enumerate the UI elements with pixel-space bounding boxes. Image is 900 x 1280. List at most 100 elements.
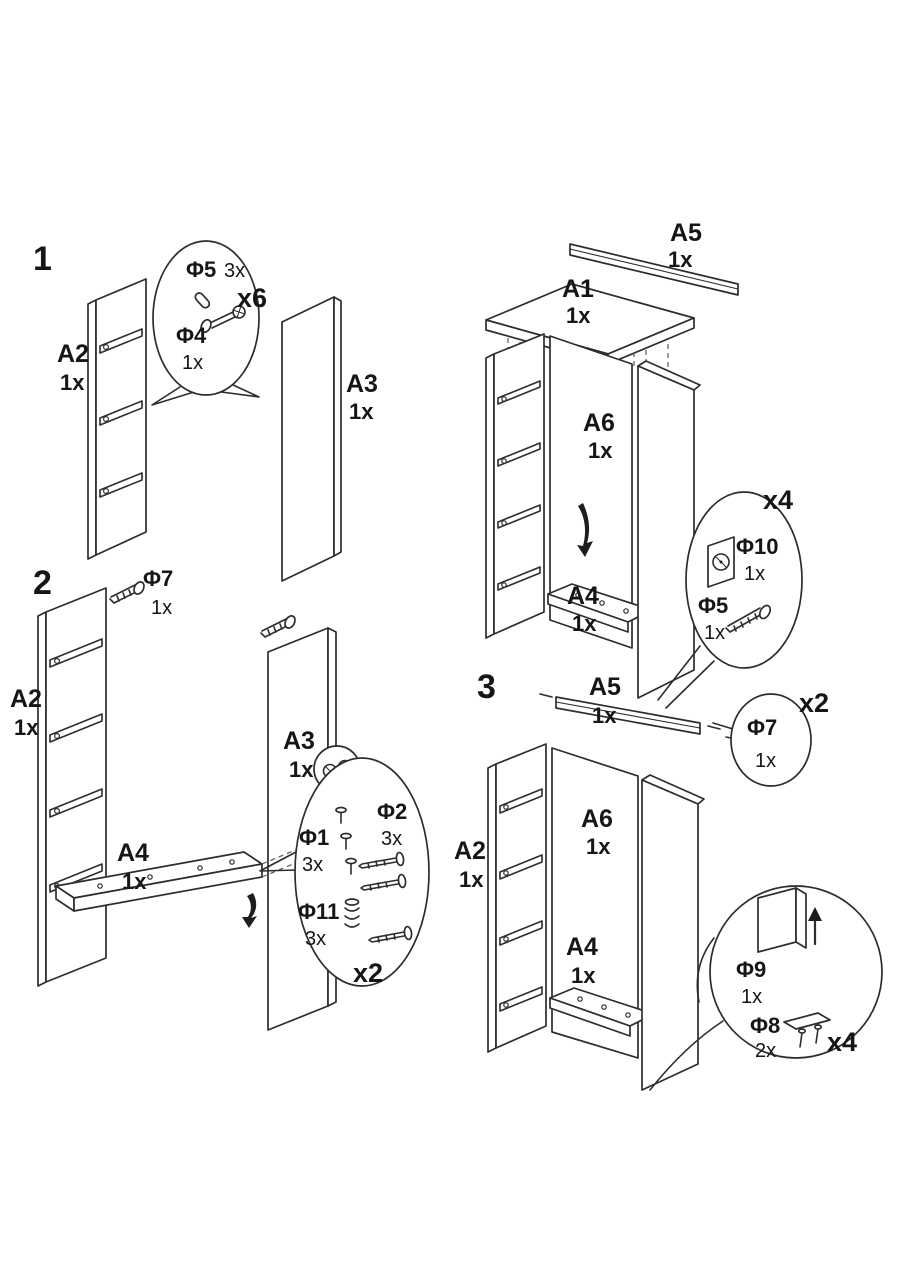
- assembly-a4-qty: 1x: [572, 611, 597, 636]
- panel-a2-edge: [37, 611, 47, 987]
- balloon-pointer: [259, 851, 298, 872]
- runner-wheel: [53, 732, 60, 739]
- screw-icon: [260, 615, 296, 638]
- dowel-icon: [194, 292, 211, 309]
- hardware-balloon: [294, 757, 430, 987]
- step3-phi9-label: Φ9: [736, 957, 766, 982]
- runner-wheel: [503, 936, 509, 942]
- runner-wheel: [102, 416, 109, 423]
- dowel-hole: [577, 996, 583, 1002]
- panel-side-left-face: [493, 333, 545, 635]
- step1-phi4-label: Φ4: [176, 323, 207, 348]
- alignment-guide: [261, 848, 299, 878]
- panel-a3-edge: [333, 296, 342, 557]
- step2-phi11-label: Φ11: [298, 899, 339, 924]
- drawer-runner: [499, 788, 543, 1012]
- step3-a5-qty: 1x: [592, 703, 617, 728]
- dowel-hole: [623, 608, 629, 614]
- dowel-hole: [229, 859, 235, 865]
- hardware-balloon: [709, 885, 883, 1059]
- step2-phi1-qty: 3x: [302, 854, 323, 876]
- panel-a2-drawing: [87, 299, 97, 560]
- dowel-hole: [599, 600, 605, 606]
- arrow-down-icon: [242, 893, 257, 928]
- balloon-pointer: [151, 386, 195, 406]
- assembly-a5-label: A5: [670, 219, 702, 247]
- balloon-pointer: [213, 383, 260, 398]
- runner-wheel: [102, 344, 109, 351]
- step2-phi7-label: Φ7: [143, 566, 173, 591]
- assembly-a6-qty: 1x: [588, 438, 613, 463]
- assembly-a5-qty: 1x: [668, 247, 693, 272]
- hardware-balloon: [152, 240, 260, 396]
- step2-multiplier: x2: [353, 958, 383, 988]
- panel-side-left-edge: [485, 353, 495, 639]
- assembly-phi10-qty: 1x: [744, 563, 765, 585]
- step3-a2-qty: 1x: [459, 867, 484, 892]
- panel-a2-face: [495, 743, 547, 1049]
- runner-wheel: [501, 520, 507, 526]
- step2-phi11-qty: 3x: [305, 928, 326, 950]
- step2-group: 2 Φ7 1x A2 1x A3 1x A4 1x Φ1 3x Φ2 3x Φ1…: [10, 564, 430, 1031]
- step2-a2-label: A2: [10, 685, 42, 713]
- hardware-balloon: [730, 693, 812, 787]
- assembly-a6-label: A6: [583, 409, 615, 437]
- assembly-phi10-label: Φ10: [736, 534, 779, 559]
- step1-a2-label: A2: [57, 340, 89, 368]
- step3-phi8-label: Φ8: [750, 1013, 780, 1038]
- step3-group: 3 A5 1x Φ7 1x x2 A2 1x A6 1x A4 1x Φ9 1x…: [454, 668, 883, 1091]
- step2-a3-label: A3: [283, 727, 315, 755]
- rail-a5-line: [569, 248, 739, 290]
- step3-a5-label: A5: [589, 673, 621, 701]
- drawer-runner: [99, 328, 143, 498]
- step3-number: 3: [477, 668, 496, 706]
- balloon-pointer: [712, 722, 734, 730]
- runner-wheel: [503, 804, 509, 810]
- step2-phi1-label: Φ1: [299, 825, 329, 850]
- step1-group: 1 A2 1x A3 1x Φ5 3x Φ4 1x x6: [33, 240, 378, 582]
- assembly-a1-qty: 1x: [566, 303, 591, 328]
- assembly-group: A5 1x A1 1x A6 1x A4 1x x4 Φ10 1x Φ5 1x: [485, 219, 803, 709]
- step2-phi2-label: Φ2: [377, 799, 407, 824]
- step3-a4-qty: 1x: [571, 963, 596, 988]
- assembly-a1-label: A1: [562, 275, 594, 303]
- runner-wheel: [53, 807, 60, 814]
- dowel-hole: [197, 865, 203, 871]
- balloon-pointer: [665, 660, 715, 709]
- step1-phi5-qty: 3x: [224, 260, 245, 282]
- step2-a4-label: A4: [117, 839, 149, 867]
- runner-wheel: [501, 396, 507, 402]
- step3-a2-label: A2: [454, 837, 486, 865]
- step3-phi7-label: Φ7: [747, 715, 777, 740]
- balloon-pointer: [649, 1020, 724, 1091]
- step1-a3-qty: 1x: [349, 399, 374, 424]
- assembly-multiplier: x4: [763, 485, 793, 515]
- step3-phi9-qty: 1x: [741, 986, 762, 1008]
- step1-phi4-qty: 1x: [182, 352, 203, 374]
- panel-a4-front: [549, 997, 631, 1037]
- cam-bolt-icon: [200, 305, 246, 334]
- step1-number: 1: [33, 240, 52, 278]
- drawer-runner: [49, 638, 103, 893]
- panel-a2-edge: [487, 763, 497, 1053]
- step2-phi2-qty: 3x: [381, 828, 402, 850]
- runner-wheel: [501, 582, 507, 588]
- drawer-runner: [497, 380, 541, 591]
- step3-a6-qty: 1x: [586, 834, 611, 859]
- panel-a2-face: [45, 587, 107, 983]
- step2-a3-qty: 1x: [289, 757, 314, 782]
- step1-phi5-label: Φ5: [186, 257, 216, 282]
- assembly-phi5-qty: 1x: [704, 622, 725, 644]
- step3-phi8-qty: 2x: [755, 1040, 776, 1062]
- panel-a6-drawing: [549, 335, 633, 649]
- rail-a5-line: [555, 701, 701, 729]
- dowel-hole: [625, 1012, 631, 1018]
- step2-number: 2: [33, 564, 52, 602]
- step2-a2-qty: 1x: [14, 715, 39, 740]
- cam-bolt-icon: [335, 806, 357, 875]
- runner-wheel: [102, 488, 109, 495]
- step3-phi7-multiplier: x2: [799, 688, 829, 718]
- runner-wheel: [503, 870, 509, 876]
